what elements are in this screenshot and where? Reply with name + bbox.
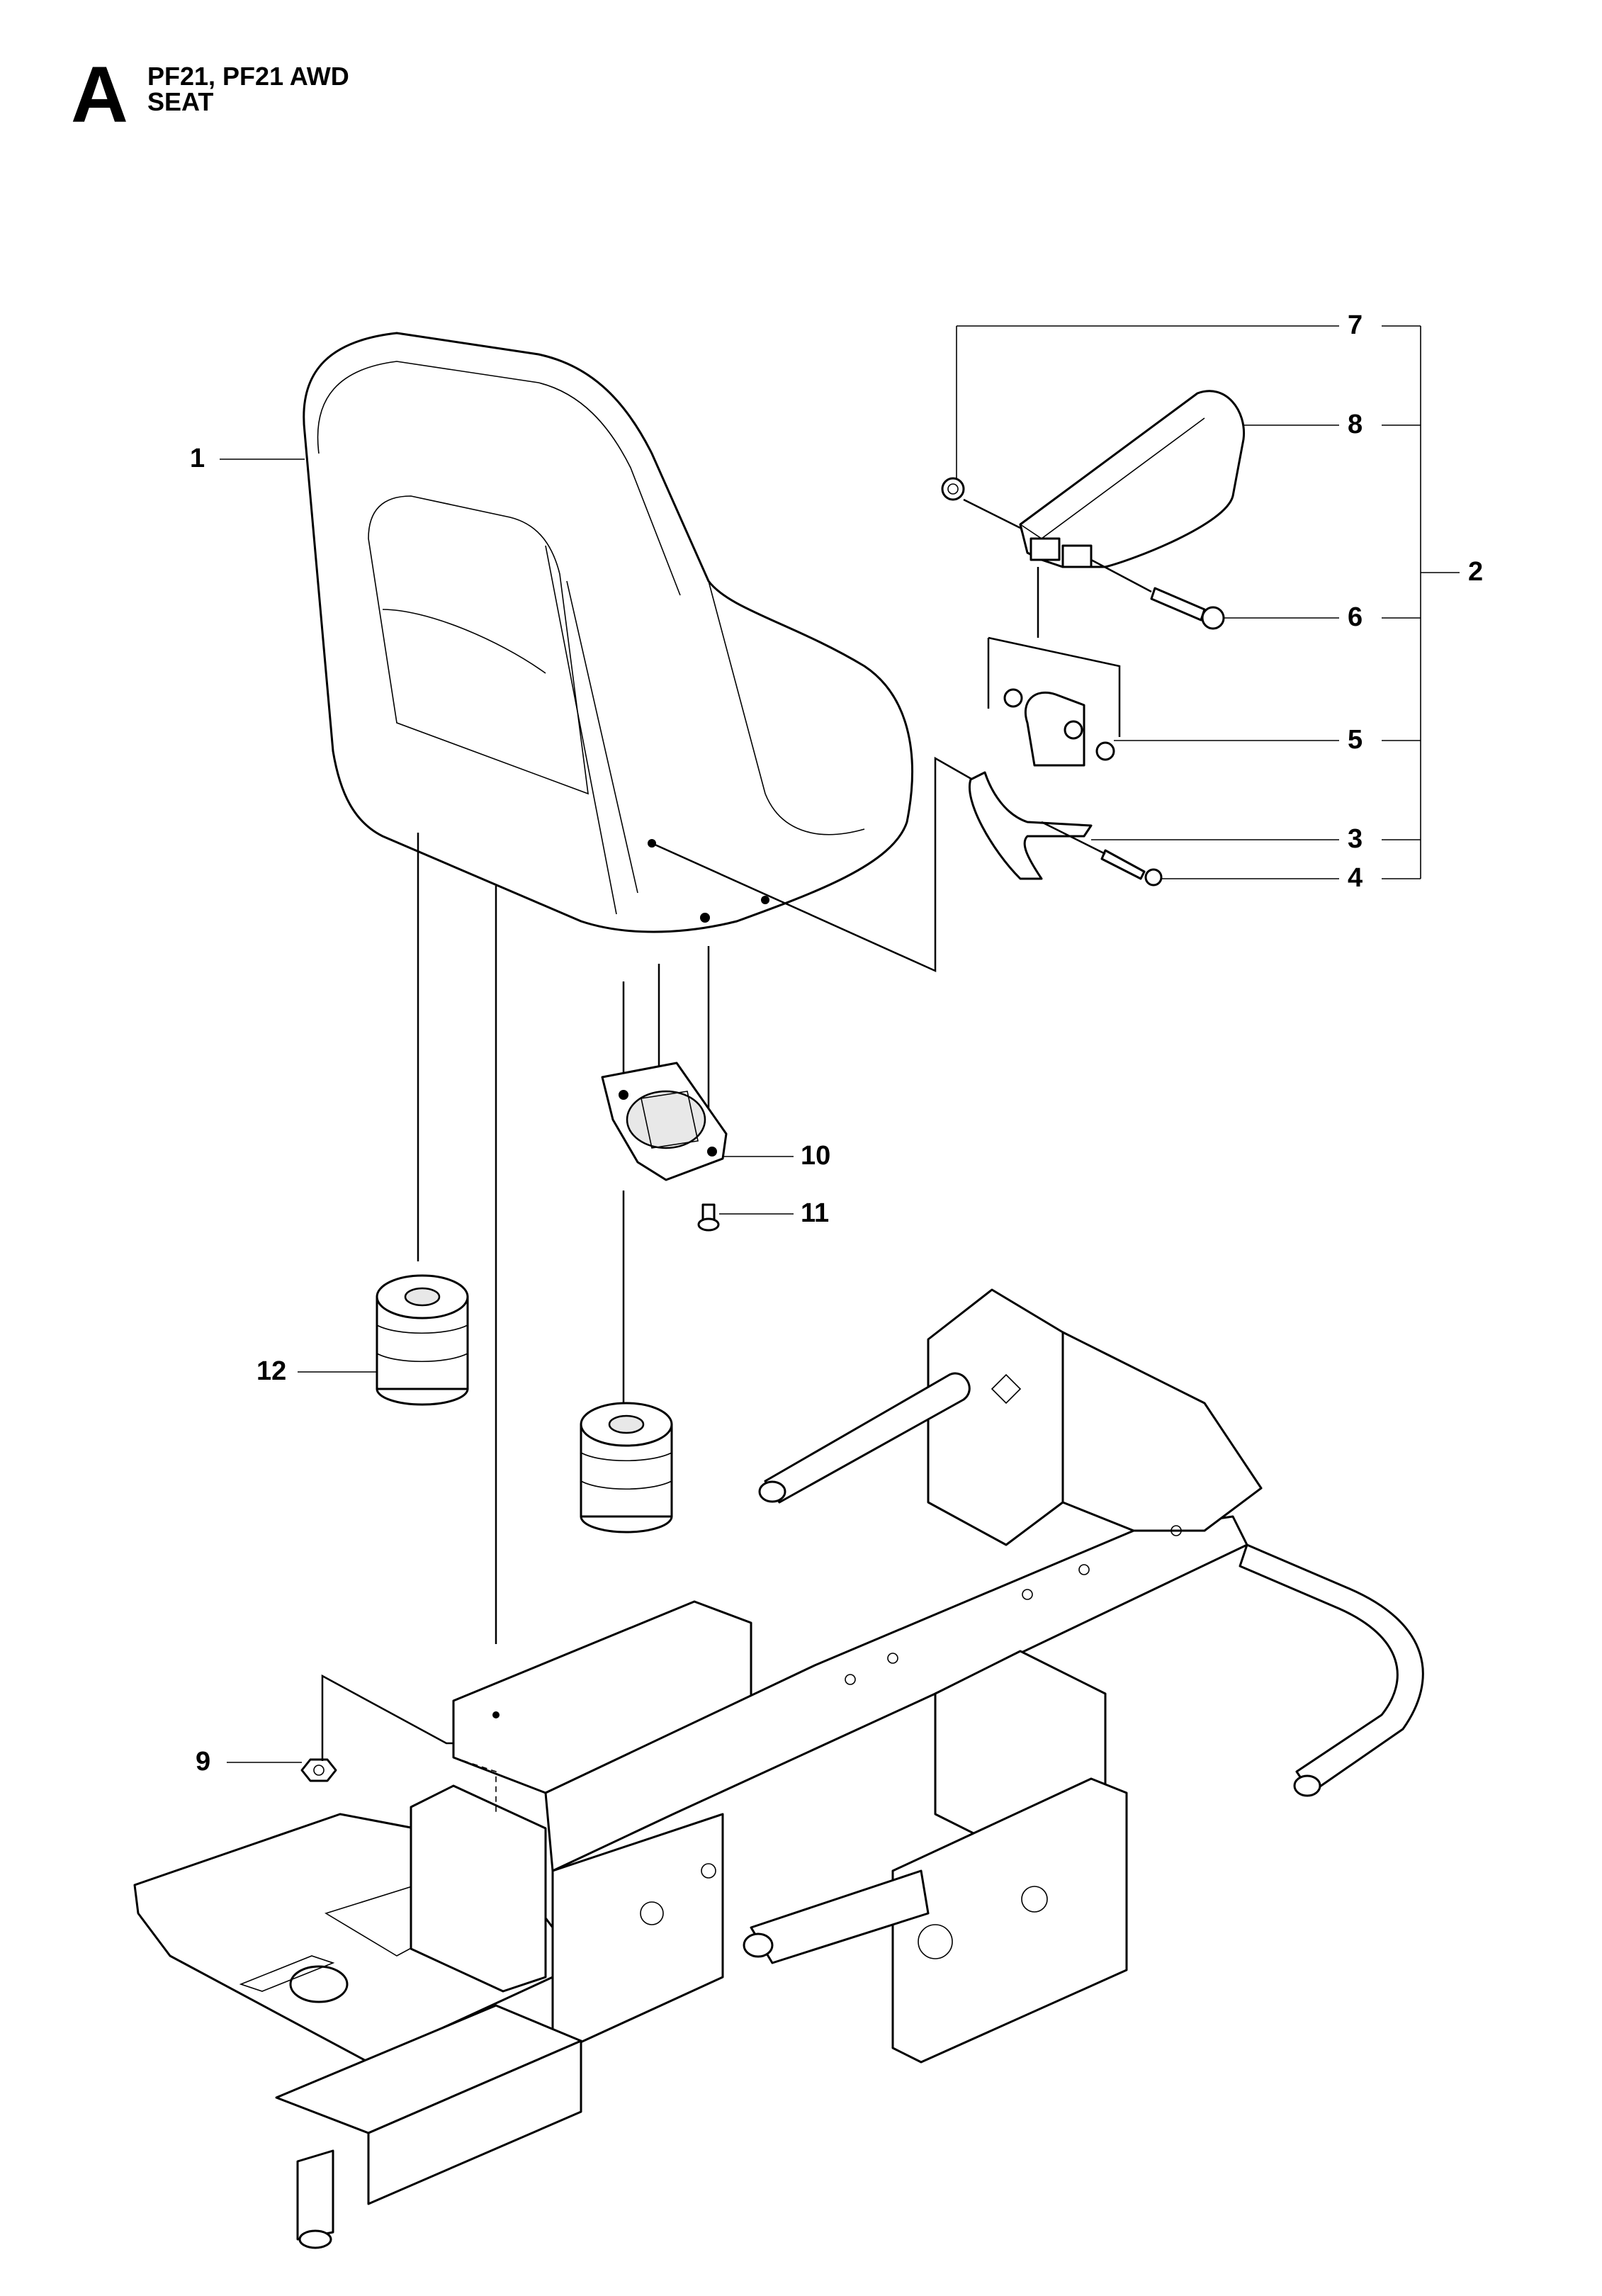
nut-part-7	[941, 477, 965, 501]
callout-9: 9	[196, 1747, 211, 1777]
rubber-isolator-part-12-right	[580, 1402, 673, 1534]
callout-leaders	[220, 325, 1460, 1763]
callout-10: 10	[801, 1141, 831, 1171]
callout-1: 1	[190, 444, 205, 473]
callout-3: 3	[1348, 824, 1363, 854]
chassis-frame	[133, 1288, 1424, 2249]
nut-part-9	[300, 1758, 337, 1782]
connector-line	[651, 756, 986, 972]
seat-switch-bracket-part-10	[601, 1062, 728, 1181]
connector-line	[1090, 558, 1152, 593]
screw-part-11	[697, 1203, 720, 1232]
callout-11: 11	[801, 1198, 830, 1228]
section-letter: A	[71, 50, 128, 139]
bolt-part-6	[1150, 587, 1225, 630]
mounting-arm-part-3	[969, 771, 1093, 880]
callout-12: 12	[256, 1356, 287, 1386]
callout-4: 4	[1348, 863, 1363, 893]
seat	[303, 332, 913, 933]
connector-line	[1041, 821, 1106, 855]
connector-line	[988, 636, 1121, 737]
rubber-isolator-part-12-left	[376, 1274, 469, 1406]
model-title: PF21, PF21 AWD	[147, 62, 349, 91]
assembly-title: SEAT	[147, 87, 214, 116]
callout-6: 6	[1348, 602, 1363, 632]
callout-5: 5	[1348, 725, 1363, 755]
armrest-pad	[1019, 390, 1246, 568]
callout-7: 7	[1348, 310, 1363, 340]
callout-8: 8	[1348, 410, 1363, 439]
callout-2: 2	[1468, 557, 1484, 587]
screw-part-4	[1100, 849, 1163, 887]
connector-line	[963, 498, 1021, 529]
bracket-plate	[1003, 688, 1115, 767]
